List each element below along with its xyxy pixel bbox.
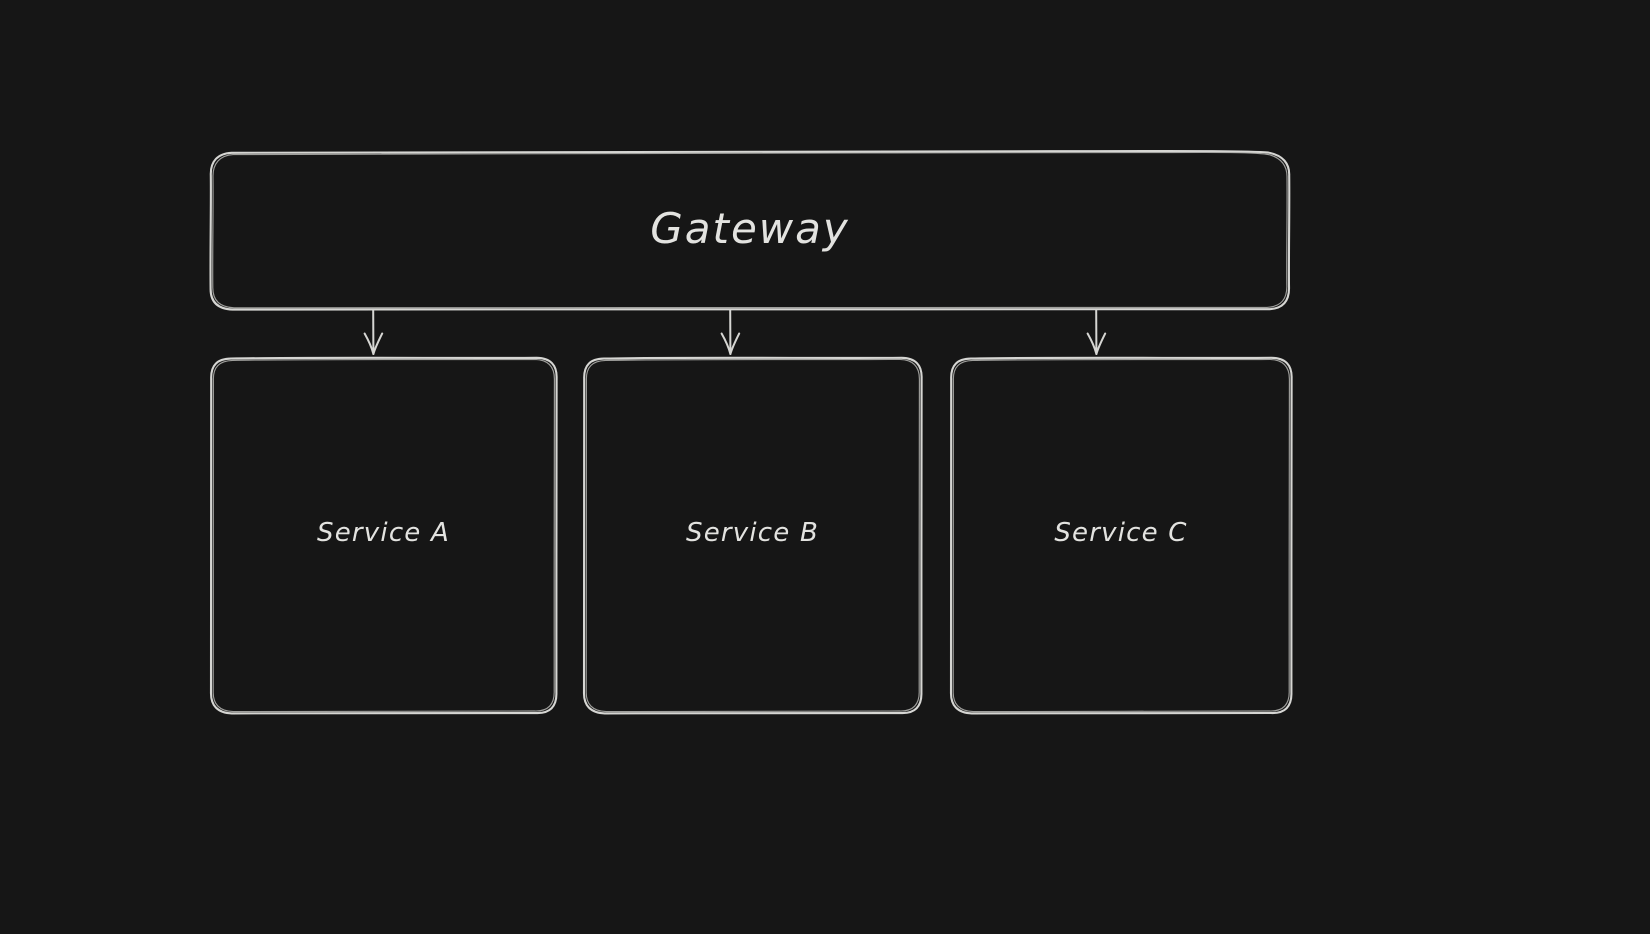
gateway-border — [209, 149, 1291, 311]
node-service-b-label: Service B — [686, 518, 819, 548]
node-service-c-label: Service C — [1054, 518, 1188, 548]
edge-gateway-service-a-arrowhead-right — [372, 332, 384, 355]
service-a-border-overdraw — [212, 358, 556, 713]
edge-gateway-service-b-arrowhead-left — [720, 332, 732, 355]
service-b-border-overdraw — [585, 358, 921, 713]
edge-gateway-service-b-arrowhead-right — [729, 332, 741, 355]
node-service-a-label: Service A — [317, 518, 450, 548]
service-c-border — [949, 356, 1293, 715]
node-service-b[interactable] — [582, 356, 923, 715]
service-b-border — [582, 356, 923, 715]
node-gateway-label: Gateway — [650, 203, 850, 253]
edge-gateway-service-c-arrowhead-right — [1095, 332, 1107, 355]
edge-gateway-service-c-arrowhead-left — [1086, 332, 1098, 355]
edge-gateway-service-c[interactable] — [1086, 309, 1107, 355]
gateway-border-overdraw — [212, 151, 1288, 309]
edge-gateway-service-b[interactable] — [720, 309, 741, 355]
node-gateway[interactable] — [209, 149, 1291, 311]
edge-gateway-service-a[interactable] — [363, 309, 384, 355]
edge-gateway-service-a-arrowhead-left — [363, 332, 375, 355]
node-service-c[interactable] — [949, 356, 1293, 715]
node-service-a[interactable] — [209, 356, 558, 715]
service-a-border — [209, 356, 558, 715]
service-c-border-overdraw — [952, 358, 1291, 713]
